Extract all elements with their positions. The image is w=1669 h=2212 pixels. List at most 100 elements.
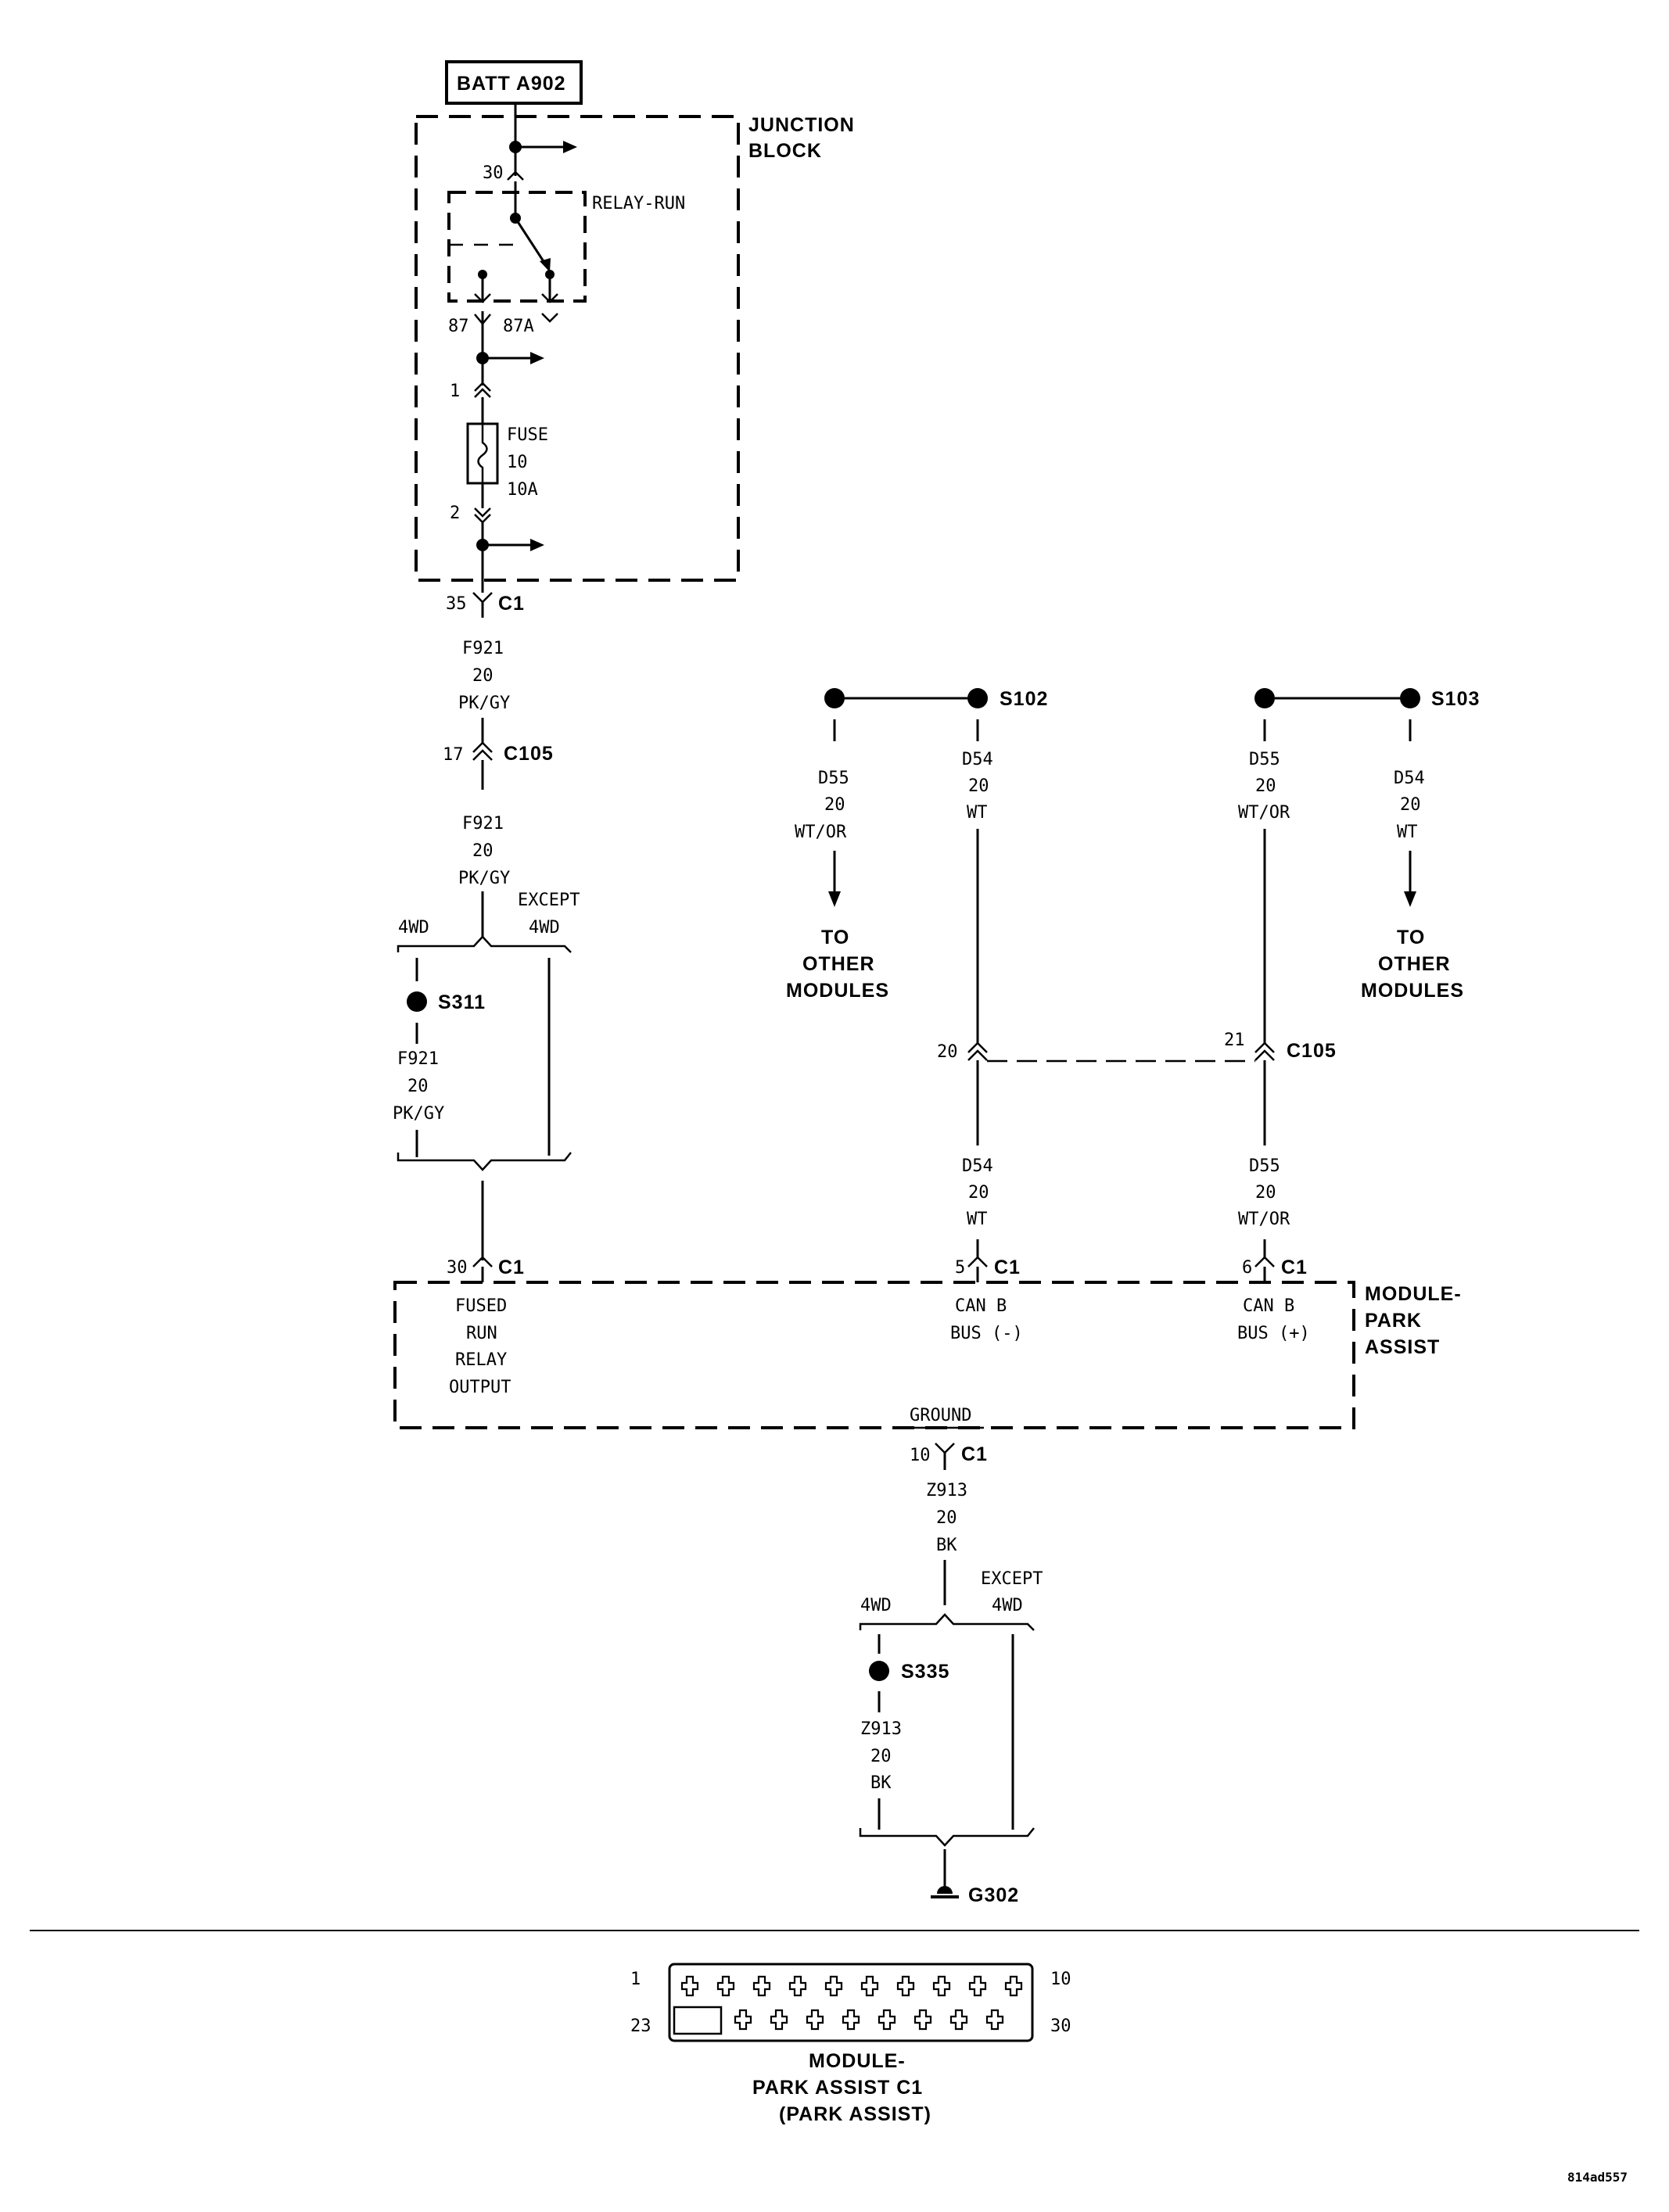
fuse-pin-1: 1 (450, 382, 460, 401)
c105-17-chevron-a (472, 741, 493, 753)
relay-87-chevron-inner (474, 293, 491, 303)
module-canb-minus-1: CAN B (955, 1296, 1007, 1316)
junction-block-title-2: BLOCK (748, 140, 822, 162)
fuse-pin2-chevron-a (474, 507, 491, 518)
opt-bot-except-1: EXCEPT (981, 1569, 1043, 1589)
s102-left-gauge: 20 (824, 795, 845, 815)
connector-pin-cavity (913, 2009, 932, 2031)
c105-17-pin: 17 (443, 745, 464, 765)
connector-pin-cavity (842, 2009, 860, 2031)
module-canb-plus-1: CAN B (1243, 1296, 1294, 1316)
f921-b-gauge: 20 (472, 841, 494, 861)
connector-pins-top-row (680, 1975, 1023, 1997)
z913-a-color: BK (936, 1536, 957, 1555)
s103-splice-dot (1400, 688, 1420, 708)
relay-87a-chevron-inner (541, 293, 558, 303)
s102-right-color: WT (967, 803, 988, 823)
s102-to-2: OTHER (802, 953, 875, 975)
s102-to-1: TO (821, 927, 849, 948)
f921-a-gauge: 20 (472, 666, 494, 686)
c105-21-chevron-b (1254, 1049, 1275, 1061)
relay-pin-87a: 87A (503, 317, 534, 336)
opt-bot-merge-brace (859, 1827, 1035, 1847)
relay-out-branch-arrowhead (530, 352, 544, 364)
module-canb-plus-2: BUS (+) (1237, 1324, 1310, 1343)
relay-pin-87: 87 (448, 317, 469, 336)
module-title-3: ASSIST (1365, 1336, 1440, 1358)
s103-right-color: WT (1397, 823, 1418, 842)
s102-splice-dot (967, 688, 988, 708)
s102-name: S102 (1000, 688, 1048, 710)
z913-a-circuit: Z913 (926, 1481, 967, 1500)
fuse-rating: 10A (507, 480, 538, 500)
c105-17-name: C105 (504, 743, 554, 765)
z913-b-circuit: Z913 (860, 1719, 902, 1739)
conn-pin-10: 10 (1050, 1970, 1071, 1989)
fuse-pin-2: 2 (450, 504, 460, 523)
connector-pin-cavity (770, 2009, 788, 2031)
f921-c-circuit: F921 (397, 1049, 439, 1069)
connector-face (668, 1963, 1034, 2042)
connector-key-slot (673, 2006, 723, 2035)
s335-name: S335 (901, 1661, 949, 1683)
opt-top-except-1: EXCEPT (518, 891, 580, 910)
relay-boundary (447, 191, 587, 303)
s103-right-circuit: D54 (1394, 769, 1425, 788)
pin30-chevron (507, 170, 524, 181)
s102-right-circuit: D54 (962, 750, 993, 769)
s103-left-gauge: 20 (1255, 776, 1276, 796)
s102-left-color: WT/OR (795, 823, 847, 842)
c1-6-connector-symbol (1254, 1256, 1275, 1267)
relay-pin-30: 30 (483, 163, 504, 183)
c105-20-chevron-a (967, 1041, 988, 1053)
fuse-number: 10 (507, 453, 528, 472)
d54-low-color: WT (967, 1210, 988, 1229)
c1-30-pin: 30 (447, 1258, 468, 1278)
s311-splice-dot (407, 991, 427, 1012)
conn-caption-3: (PARK ASSIST) (779, 2103, 931, 2125)
battery-label: BATT A902 (457, 73, 566, 95)
fuse-element (477, 424, 488, 483)
module-title-2: PARK (1365, 1310, 1422, 1332)
s102-to-3: MODULES (786, 980, 889, 1002)
f921-b-circuit: F921 (462, 814, 504, 834)
c105-17-chevron-b (472, 749, 493, 761)
s103-left-dot (1254, 688, 1275, 708)
c1-10-pin: 10 (910, 1446, 931, 1465)
relay-87-out-chevron (474, 314, 491, 325)
conn-caption-2: PARK ASSIST C1 (752, 2077, 923, 2099)
s103-name: S103 (1431, 688, 1480, 710)
c1-35-pin: 35 (446, 594, 467, 614)
module-title-1: MODULE- (1365, 1283, 1462, 1305)
s103-to-2: OTHER (1378, 953, 1451, 975)
c1-6-pin: 6 (1242, 1258, 1252, 1278)
ground-symbol-icon (937, 1886, 953, 1894)
c1-6-name: C1 (1281, 1257, 1308, 1278)
z913-a-gauge: 20 (936, 1508, 957, 1528)
s102-left-dot (824, 688, 845, 708)
c105-pin-20: 20 (937, 1042, 958, 1062)
d55-low-color: WT/OR (1238, 1210, 1290, 1229)
batt-branch-arrowhead (563, 141, 577, 153)
c1-30-connector-symbol (472, 1256, 493, 1267)
connector-pin-cavity (1004, 1975, 1023, 1997)
relay-87a-chevron-outer (541, 313, 558, 323)
s103-right-arrowhead (1404, 891, 1416, 907)
c1-35-connector-symbol (472, 592, 493, 604)
opt-top-4wd: 4WD (398, 918, 429, 938)
c105-21-chevron-a (1254, 1041, 1275, 1053)
fuse-out-branch-arrowhead (530, 539, 544, 551)
c1-10-connector-symbol (935, 1443, 955, 1454)
d55-low-gauge: 20 (1255, 1183, 1276, 1203)
connector-pin-cavity (968, 1975, 987, 1997)
c1-30-name: C1 (498, 1257, 525, 1278)
module-boundary (393, 1281, 1355, 1429)
module-canb-minus-2: BUS (-) (950, 1324, 1023, 1343)
s103-to-1: TO (1397, 927, 1425, 948)
connector-pin-cavity (806, 2009, 824, 2031)
module-fused-1: FUSED (455, 1296, 507, 1316)
s102-left-circuit: D55 (818, 769, 849, 788)
d54-low-gauge: 20 (968, 1183, 989, 1203)
f921-b-color: PK/GY (458, 869, 510, 888)
